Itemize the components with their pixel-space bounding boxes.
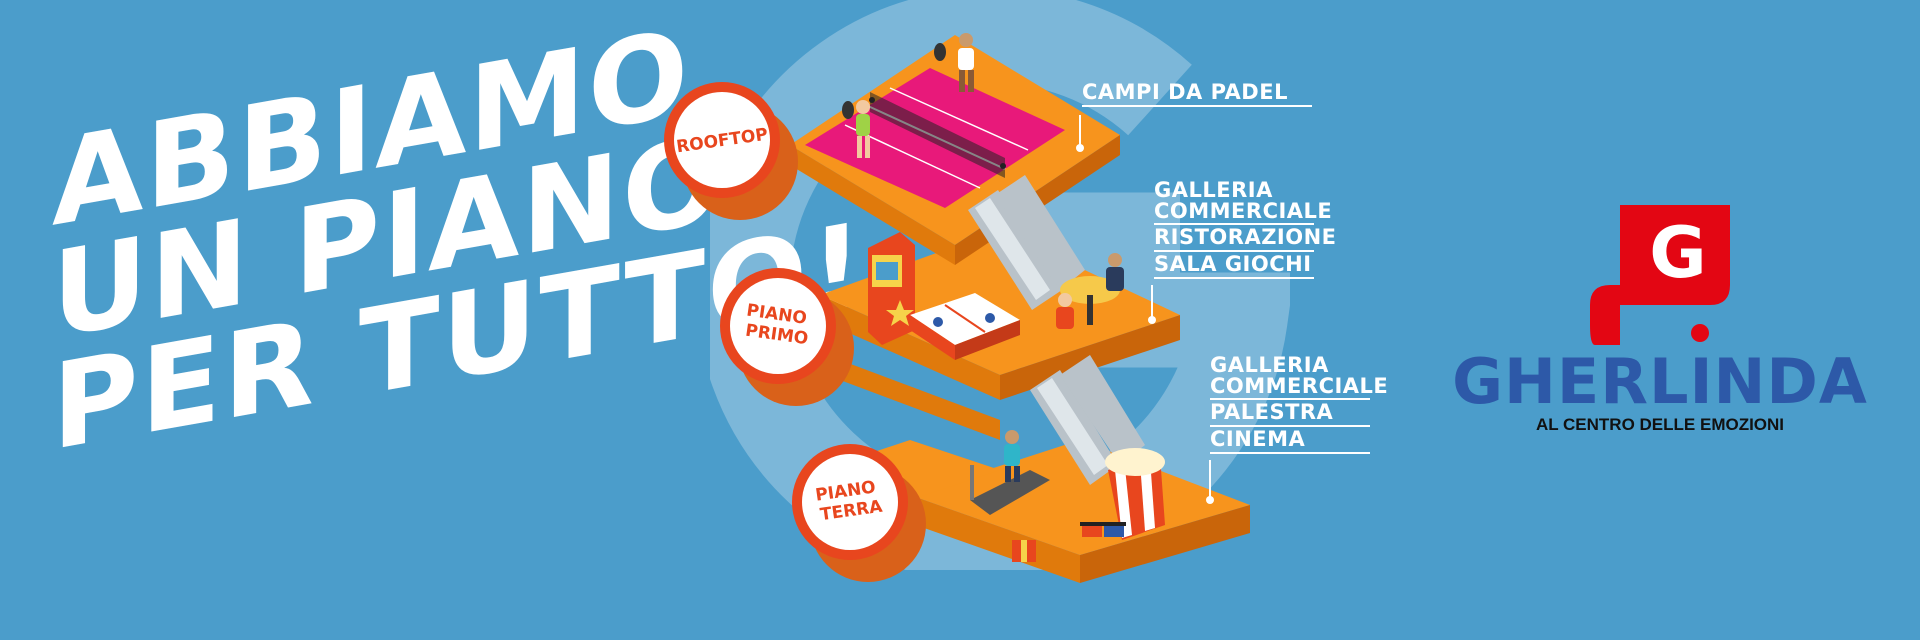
feature-galleria-commerciale: GALLERIA COMMERCIALE [1210, 353, 1389, 400]
padel-player-left [842, 100, 870, 158]
logo-wordmark: GHERLINDA [1452, 345, 1868, 418]
air-hockey-table [910, 293, 1020, 360]
feature-ristorazione: RISTORAZIONE [1154, 225, 1336, 252]
feature-campi-da-padel: CAMPI DA PADEL [1082, 80, 1312, 107]
treadmill [970, 430, 1050, 515]
feature-sala-giochi: SALA GIOCHI [1154, 252, 1314, 279]
feature-cinema: CINEMA [1210, 427, 1370, 454]
gherlinda-logo: G GHERLINDA AL CENTRO DELLE EMOZIONI [1440, 205, 1880, 445]
3d-glasses [1080, 522, 1126, 537]
leader-lines [1076, 115, 1214, 504]
logo-g-letter: G [1649, 212, 1706, 294]
badge-rooftop: ROOFTOP [664, 82, 798, 220]
feature-galleria-commerciale: GALLERIA COMMERCIALE [1154, 178, 1333, 225]
padel-player-right [934, 33, 974, 92]
arcade-machine [868, 232, 915, 345]
badge-piano-primo: PIANO PRIMO [720, 268, 854, 406]
badge-piano-terra: PIANO TERRA [792, 444, 926, 582]
feature-palestra: PALESTRA [1210, 400, 1370, 427]
popcorn-box [1105, 448, 1165, 540]
ground-floor-features: GALLERIA COMMERCIALE PALESTRA CINEMA [1210, 353, 1389, 454]
escalator-upper [968, 175, 1085, 310]
escalator-lower [1030, 355, 1145, 485]
logo-tagline: AL CENTRO DELLE EMOZIONI [1535, 415, 1785, 434]
restaurant-table [1056, 253, 1124, 329]
first-floor-features: GALLERIA COMMERCIALE RISTORAZIONE SALA G… [1154, 178, 1336, 279]
logo-g-mark: G [1590, 205, 1730, 345]
gift-box [1012, 540, 1036, 562]
rooftop-features: CAMPI DA PADEL [1082, 80, 1312, 107]
